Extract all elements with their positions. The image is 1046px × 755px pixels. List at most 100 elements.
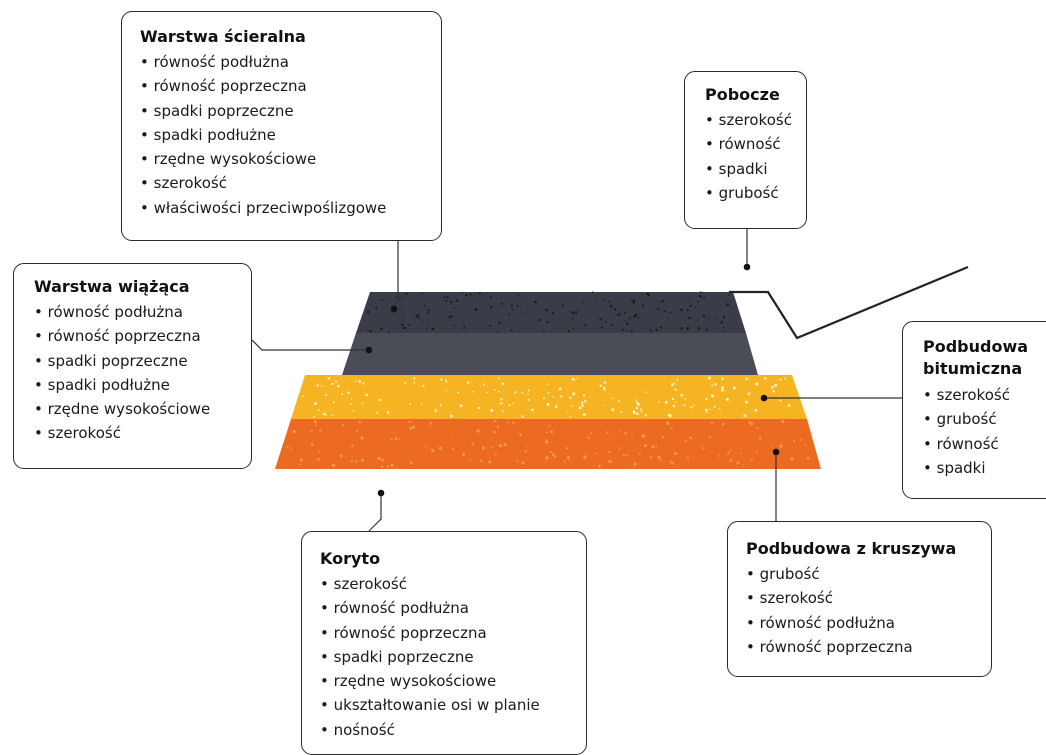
texture-speck [314, 420, 317, 424]
texture-speck [332, 401, 335, 404]
texture-speck [316, 384, 319, 387]
texture-speck [376, 411, 379, 414]
texture-speck [745, 377, 748, 381]
callout-item: rzędne wysokościowe [320, 669, 576, 693]
texture-speck [626, 454, 629, 457]
texture-speck [381, 458, 385, 462]
texture-speck [608, 450, 611, 454]
shoulder-line [729, 265, 969, 340]
texture-speck [573, 312, 575, 315]
texture-speck [358, 420, 362, 424]
callout-item: spadki [923, 456, 1046, 480]
texture-speck [670, 383, 674, 387]
texture-speck [674, 452, 677, 455]
texture-speck [547, 392, 550, 394]
texture-speck [488, 324, 492, 327]
texture-speck [521, 415, 524, 418]
texture-speck [572, 392, 576, 396]
texture-speck [657, 307, 660, 310]
texture-speck [544, 440, 549, 444]
texture-speck [521, 321, 523, 323]
texture-speck [690, 406, 693, 409]
texture-speck [347, 391, 350, 394]
texture-speck [355, 460, 358, 463]
texture-speck [671, 397, 675, 401]
texture-speck [440, 378, 443, 381]
texture-speck [519, 433, 522, 437]
texture-speck [618, 429, 621, 432]
texture-speck [772, 390, 775, 393]
texture-speck [429, 422, 433, 425]
texture-speck [721, 377, 724, 381]
texture-speck [711, 384, 714, 387]
texture-speck [635, 406, 639, 410]
texture-speck [661, 300, 664, 303]
texture-speck [655, 444, 658, 447]
texture-speck [571, 405, 574, 408]
texture-speck [686, 456, 689, 459]
texture-speck [670, 427, 673, 430]
texture-speck [702, 447, 705, 450]
texture-speck [339, 454, 343, 458]
texture-speck [421, 320, 423, 323]
texture-speck [548, 425, 551, 428]
callout-title: Podbudowa z kruszywa [746, 539, 957, 558]
texture-speck [571, 377, 575, 381]
callout-item: spadki [705, 157, 796, 181]
texture-speck [599, 384, 602, 387]
texture-speck [575, 311, 578, 314]
texture-speck [680, 308, 683, 312]
texture-speck [732, 386, 736, 390]
texture-speck [628, 317, 631, 319]
texture-speck [728, 294, 730, 296]
texture-speck [563, 460, 566, 462]
callout-title: Koryto [320, 549, 381, 568]
texture-speck [636, 401, 639, 405]
texture-speck [360, 436, 364, 440]
texture-speck [420, 402, 423, 405]
texture-speck [758, 436, 762, 440]
callout-pobocze: Pobocze szerokośćrównośćspadkigrubość [684, 71, 807, 229]
callout-item: równość podłużna [34, 300, 241, 324]
callout-podbudowa-z-kruszywa: Podbudowa z kruszywa grubośćszerokośćrów… [727, 521, 992, 677]
callout-item: równość [705, 132, 796, 156]
texture-speck [596, 296, 598, 298]
texture-speck [356, 430, 359, 433]
callout-item: równość podłużna [746, 611, 981, 635]
texture-speck [380, 465, 384, 468]
texture-speck [327, 376, 331, 380]
texture-speck [611, 323, 614, 326]
texture-speck [584, 324, 587, 327]
texture-speck [626, 322, 629, 325]
texture-speck [583, 455, 587, 459]
texture-speck [390, 438, 393, 441]
texture-speck [599, 318, 602, 321]
texture-speck [697, 300, 700, 303]
texture-speck [710, 394, 714, 398]
texture-speck [490, 409, 494, 412]
texture-speck [635, 399, 637, 402]
texture-speck [400, 308, 403, 310]
texture-speck [459, 404, 463, 408]
texture-speck [684, 397, 687, 400]
texture-speck [647, 293, 651, 297]
texture-speck [501, 302, 504, 305]
texture-speck [624, 432, 628, 435]
texture-speck [545, 456, 549, 460]
callout-list: grubośćszerokośćrówność podłużnarówność … [746, 562, 981, 659]
texture-speck [398, 437, 400, 440]
texture-speck [331, 382, 334, 386]
texture-speck [462, 452, 466, 456]
texture-speck [489, 296, 493, 299]
texture-speck [543, 330, 545, 332]
texture-speck [412, 377, 416, 380]
texture-speck [572, 327, 575, 330]
texture-speck [633, 462, 637, 466]
texture-speck [792, 440, 796, 443]
callout-item: grubość [746, 562, 981, 586]
texture-speck [422, 384, 425, 387]
texture-speck [424, 445, 427, 448]
texture-speck [286, 445, 289, 449]
callout-item: grubość [923, 407, 1046, 431]
